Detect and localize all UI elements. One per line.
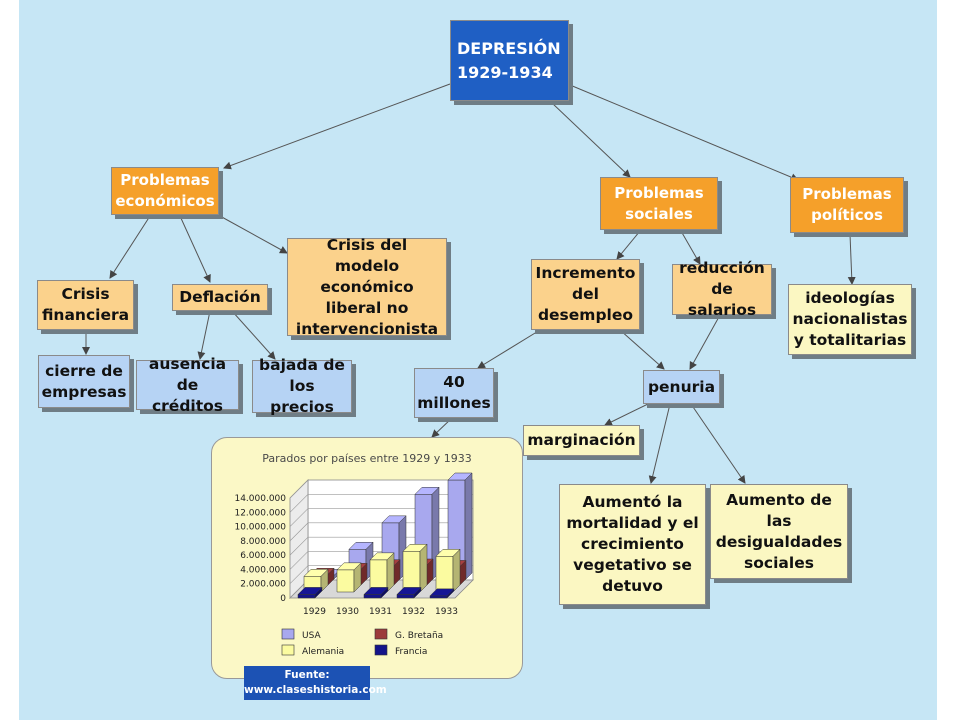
link-forty-chart <box>431 417 453 438</box>
deflation-node: Deflación <box>172 284 268 311</box>
bar-francia-1931 <box>363 586 389 599</box>
y-tick-label: 8.000.000 <box>240 537 286 547</box>
credit-absence-node: ausencia de créditos <box>136 355 239 415</box>
x-tick-label: 1932 <box>402 607 425 617</box>
penury-node: penuria <box>643 370 720 404</box>
legend-swatch <box>374 628 388 640</box>
link-economic-deflation <box>179 215 211 283</box>
y-tick-label: 2.000.000 <box>240 580 286 590</box>
link-social-unemployment <box>616 230 641 260</box>
legend-label: Francia <box>395 647 427 657</box>
unemployment-increase-node: Incremento del desempleo <box>531 259 640 330</box>
link-economic-liberal <box>219 215 288 254</box>
economic-problems-node: Problemas económicos <box>111 167 219 215</box>
political-problems-node: Problemas políticos <box>790 177 904 233</box>
source-label: Fuente: <box>284 669 330 681</box>
link-economic-financial <box>109 215 151 279</box>
link-deflation-credit <box>197 310 211 360</box>
link-unemployment-penury <box>619 329 665 370</box>
link-salary-penury <box>689 314 721 370</box>
legend-label: Alemania <box>302 647 344 657</box>
y-tick-label: 0 <box>280 594 286 604</box>
bar-usa-1933 <box>447 472 473 581</box>
ideologies-node: ideologías nacionalistas y totalitarias <box>788 284 912 355</box>
legend-label: G. Bretaña <box>395 631 443 641</box>
source-box: Fuente: www.claseshistoria.com <box>244 666 387 700</box>
source-url: www.claseshistoria.com <box>244 684 387 696</box>
unemployment-chart: Parados por países entre 1929 y 1933 14.0… <box>234 452 474 657</box>
root-depression-node: DEPRESIÓN 1929-1934 <box>450 20 569 101</box>
link-unemployment-forty <box>477 329 541 369</box>
legend-swatch <box>281 628 295 640</box>
bar-francia-1929 <box>297 586 323 599</box>
y-tick-label: 4.000.000 <box>240 565 286 575</box>
link-root-social <box>551 102 631 178</box>
y-tick-label: 12.000.000 <box>234 508 286 518</box>
y-tick-label: 6.000.000 <box>240 551 286 561</box>
legend-label: USA <box>302 631 321 641</box>
inequality-increase-node: Aumento de las desigualdades sociales <box>710 484 848 579</box>
bar-francia-1932 <box>396 586 422 599</box>
x-tick-label: 1933 <box>435 607 458 617</box>
bar-alemania-1933 <box>435 548 461 593</box>
unemployment-chart-panel: Parados por países entre 1929 y 1933 14.0… <box>211 437 523 679</box>
link-political-ideologies <box>847 233 856 285</box>
liberal-model-crisis-node: Crisis del modelo económico liberal no i… <box>287 236 447 338</box>
x-tick-label: 1931 <box>369 607 392 617</box>
legend-swatch <box>374 644 388 656</box>
x-tick-label: 1930 <box>336 607 359 617</box>
chart-gridline <box>289 479 473 499</box>
business-closures-node: cierre de empresas <box>38 355 130 408</box>
bar-alemania-1931 <box>369 552 395 593</box>
chart-title: Parados por países entre 1929 y 1933 <box>262 452 471 465</box>
link-root-political <box>569 84 799 181</box>
social-problems-node: Problemas sociales <box>600 177 718 230</box>
link-deflation-prices <box>231 310 276 360</box>
legend-swatch <box>281 644 295 656</box>
bar-francia-1933 <box>429 588 455 599</box>
y-tick-label: 14.000.000 <box>234 494 286 504</box>
x-tick-label: 1929 <box>303 607 326 617</box>
bar-alemania-1930 <box>336 562 362 593</box>
bar-alemania-1932 <box>402 543 428 593</box>
link-root-economic <box>223 83 451 170</box>
link-penury-inequality <box>690 403 746 484</box>
link-social-salary <box>680 230 701 265</box>
price-drop-node: bajada de los precios <box>252 356 352 416</box>
mortality-increase-node: Aumentó la mortalidad y el crecimiento v… <box>559 484 706 605</box>
link-penury-mortality <box>648 403 671 484</box>
marginalization-node: marginación <box>523 425 640 456</box>
link-penury-marginal <box>604 403 649 426</box>
salary-reduction-node: reducción de salarios <box>672 259 772 319</box>
financial-crisis-node: Crisis financiera <box>37 280 134 330</box>
y-tick-label: 10.000.000 <box>234 523 286 533</box>
forty-million-node: 40 millones <box>414 368 494 418</box>
